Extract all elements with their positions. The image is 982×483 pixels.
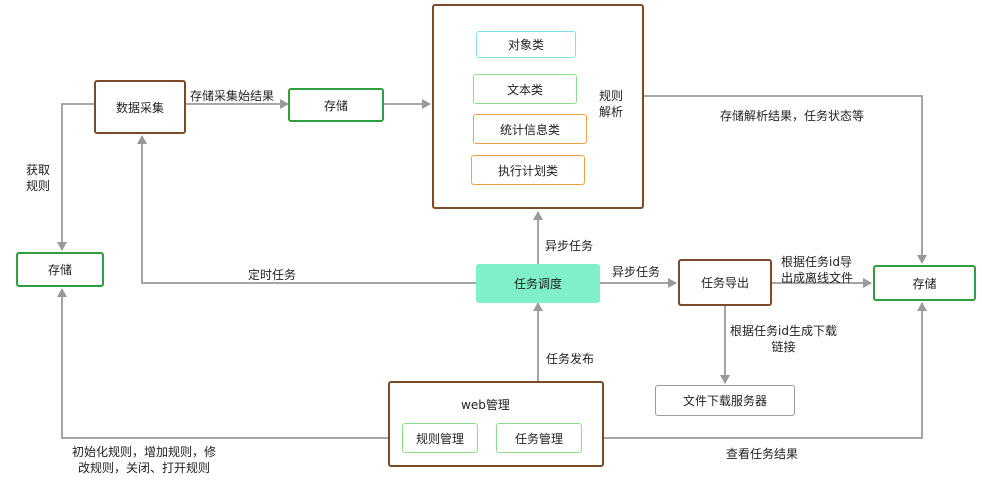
label-task-publish: 任务发布 bbox=[546, 352, 595, 366]
web-management-title: web管理 bbox=[461, 398, 510, 412]
node-task-schedule: 任务调度 bbox=[476, 264, 600, 303]
rule-parse-label: 规则 解析 bbox=[599, 89, 624, 119]
arrow-parse-to-right-store bbox=[644, 95, 927, 264]
arrow-task-to-right-store bbox=[582, 302, 927, 439]
node-download-server: 文件下载服务器 bbox=[655, 385, 795, 416]
label-init-rule: 初始化规则，增加规则，修 改规则，关闭、打开规则 bbox=[72, 445, 217, 475]
node-storage-collect: 存储 bbox=[288, 88, 384, 122]
node-rule-management: 规则管理 bbox=[402, 423, 478, 453]
arrow-collect-to-left-store bbox=[57, 103, 94, 251]
label-timed-task: 定时任务 bbox=[248, 268, 297, 282]
node-data-collection: 数据采集 bbox=[94, 80, 186, 134]
label-store-collect-result: 存储采集始结果 bbox=[190, 89, 275, 103]
node-storage-right: 存储 bbox=[873, 265, 976, 301]
node-task-management: 任务管理 bbox=[496, 423, 582, 453]
node-exec-plan-class: 执行计划类 bbox=[471, 155, 585, 185]
label-view-result: 查看任务结果 bbox=[726, 447, 799, 461]
arrow-schedule-to-collect bbox=[137, 135, 476, 284]
label-async-right: 异步任务 bbox=[612, 265, 661, 279]
node-storage-left: 存储 bbox=[16, 252, 104, 287]
node-stats-class: 统计信息类 bbox=[473, 114, 587, 144]
label-gen-link: 根据任务id生成下载 链接 bbox=[730, 324, 837, 354]
label-gen-offline: 根据任务id导 出成离线文件 bbox=[781, 255, 854, 285]
label-async-up: 异步任务 bbox=[545, 239, 594, 253]
node-object-class: 对象类 bbox=[476, 31, 576, 58]
label-get-rule: 获取 规则 bbox=[26, 163, 51, 193]
node-text-class: 文本类 bbox=[473, 74, 577, 104]
arrow-rule-to-left-store bbox=[57, 288, 402, 439]
node-task-export: 任务导出 bbox=[678, 259, 772, 306]
label-store-parse-result: 存储解析结果，任务状态等 bbox=[720, 109, 865, 123]
